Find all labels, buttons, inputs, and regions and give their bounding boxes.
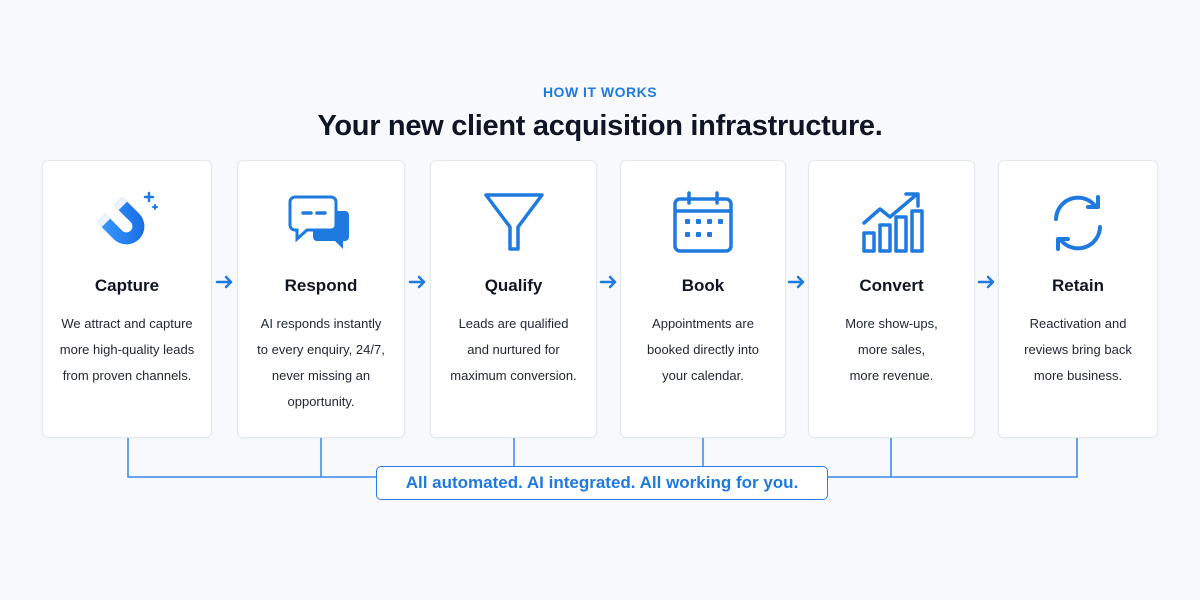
arrow-right-icon — [787, 275, 805, 289]
calendar-icon — [673, 191, 733, 253]
section-eyebrow: HOW IT WORKS — [542, 84, 658, 100]
step-card-qualify: Qualify Leads are qualified and nurtured… — [430, 160, 597, 438]
arrow-right-icon — [599, 275, 617, 289]
step-description: Leads are qualified and nurtured for max… — [450, 316, 577, 383]
arrow-right-icon — [215, 275, 233, 289]
growth-chart-icon — [861, 192, 924, 253]
step-title: Retain — [1052, 276, 1104, 295]
step-card-retain: Retain Reactivation and reviews bring ba… — [998, 160, 1158, 438]
page-title: Your new client acquisition infrastructu… — [317, 110, 883, 142]
step-card-book: Book Appointments are booked directly in… — [620, 160, 786, 438]
step-description: AI responds instantly to every enquiry, … — [257, 316, 385, 409]
step-description: Reactivation and reviews bring back more… — [1024, 316, 1132, 383]
step-title: Respond — [284, 276, 358, 295]
refresh-cycle-icon — [1054, 195, 1102, 251]
chat-bubbles-icon — [288, 195, 349, 249]
step-card-respond: Respond AI responds instantly to every e… — [237, 160, 405, 438]
step-description: More show-ups, more sales, more revenue. — [845, 316, 938, 383]
step-title: Qualify — [484, 276, 543, 295]
funnel-icon — [483, 193, 544, 251]
arrow-right-icon — [977, 275, 995, 289]
magnet-icon — [96, 191, 158, 245]
summary-banner: All automated. AI integrated. All workin… — [376, 466, 828, 500]
step-card-capture: Capture We attract and capture more high… — [42, 160, 212, 438]
step-title: Convert — [859, 276, 924, 295]
step-description: We attract and capture more high-quality… — [59, 316, 195, 383]
step-card-convert: Convert More show-ups, more sales, more … — [808, 160, 975, 438]
step-title: Capture — [94, 276, 160, 295]
step-description: Appointments are booked directly into yo… — [646, 316, 759, 383]
arrow-right-icon — [408, 275, 426, 289]
step-title: Book — [681, 276, 725, 295]
